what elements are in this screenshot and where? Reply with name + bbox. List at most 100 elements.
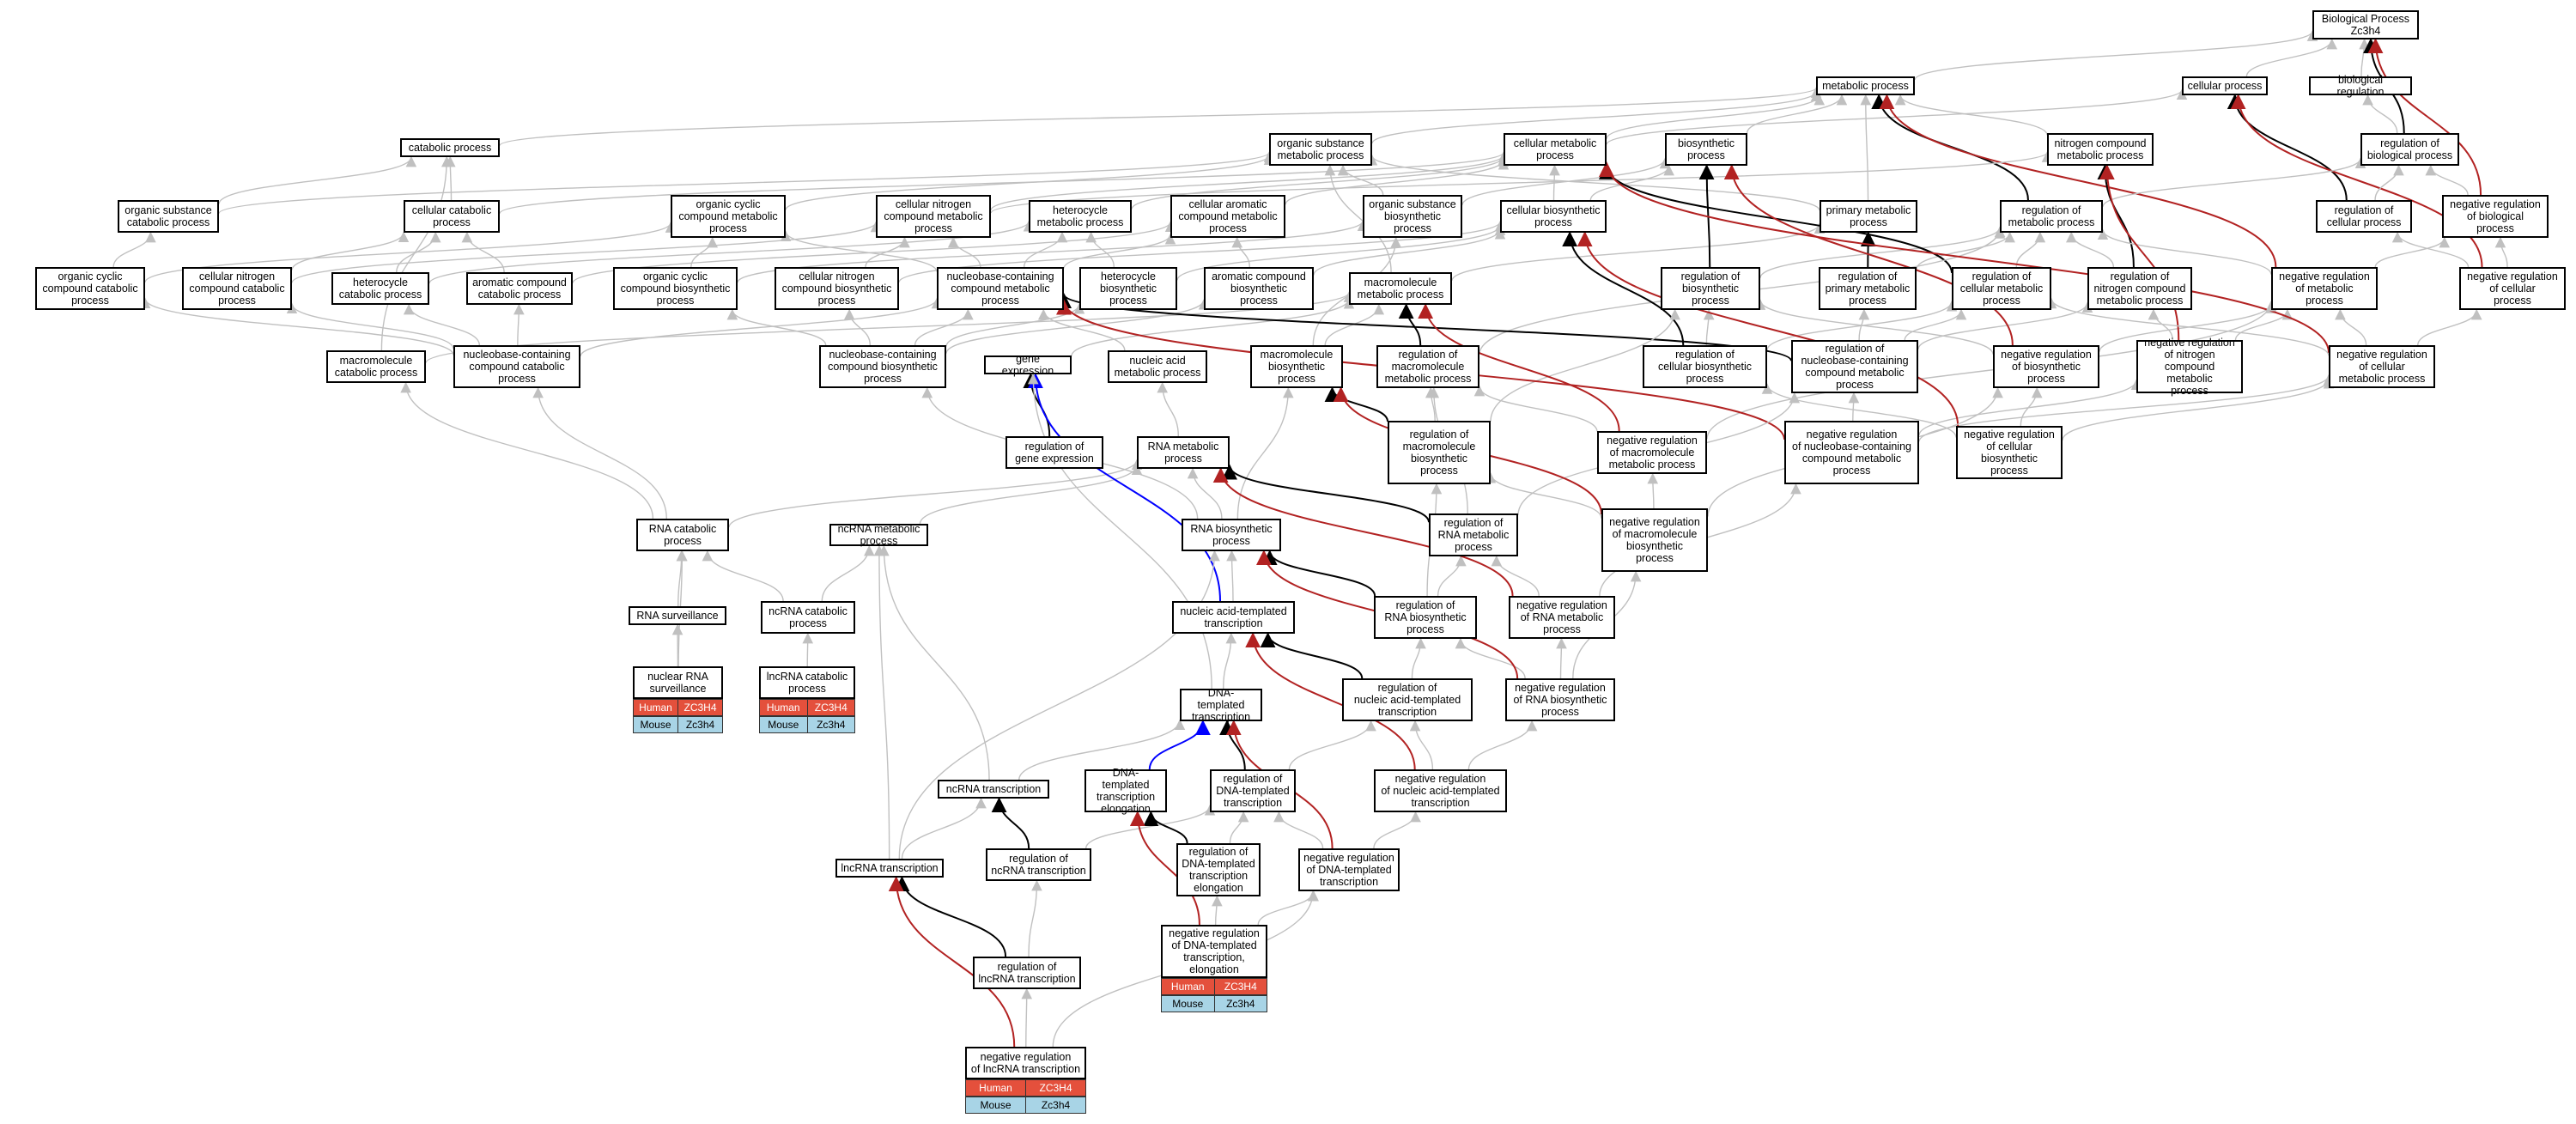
go-term-cncmp[interactable]: cellular nitrogen compound metabolic pro… xyxy=(876,195,991,238)
go-term-nronatt[interactable]: negative regulation of nucleic acid-temp… xyxy=(1374,769,1507,812)
go-term-mmp[interactable]: macromolecule metabolic process xyxy=(1349,272,1452,305)
go-term-robp[interactable]: regulation of biological process xyxy=(2360,133,2459,166)
go-term-rommp[interactable]: regulation of macromolecule metabolic pr… xyxy=(1376,345,1479,388)
go-term-pmp[interactable]: primary metabolic process xyxy=(1820,200,1917,233)
go-term-acbp[interactable]: aromatic compound biosynthetic process xyxy=(1204,267,1314,310)
edge-is-a xyxy=(2374,236,2451,268)
go-term-nroncmp[interactable]: negative regulation of nitrogen compound… xyxy=(2136,337,2243,397)
go-term-ncrnacp[interactable]: ncRNA catabolic process xyxy=(761,601,855,634)
go-term-nrocp[interactable]: negative regulation of cellular process xyxy=(2459,267,2566,310)
go-term-nrobsp[interactable]: negative regulation of biosynthetic proc… xyxy=(1993,345,2099,388)
go-term-ncrnamp[interactable]: ncRNA metabolic process xyxy=(829,523,928,547)
go-term-nrocmp[interactable]: negative regulation of cellular metaboli… xyxy=(2329,345,2435,388)
go-term-nromp[interactable]: negative regulation of metabolic process xyxy=(2271,267,2378,310)
go-term-nrodtt[interactable]: negative regulation of DNA-templated tra… xyxy=(1298,848,1400,891)
edge-negatively-regulates xyxy=(1879,94,2277,268)
go-term-nrombp[interactable]: negative regulation of macromolecule bio… xyxy=(1601,508,1708,572)
go-term-rolncrnat[interactable]: regulation of lncRNA transcription xyxy=(973,957,1081,989)
go-term-catp[interactable]: catabolic process xyxy=(400,138,500,157)
go-term-br[interactable]: biological regulation xyxy=(2309,74,2412,98)
go-term-cmp[interactable]: cellular metabolic process xyxy=(1504,133,1607,166)
go-term-rnacp[interactable]: RNA catabolic process xyxy=(636,519,729,551)
go-term-dtt[interactable]: DNA-templated transcription xyxy=(1180,687,1262,723)
go-term-osbp[interactable]: organic substance biosynthetic process xyxy=(1363,195,1462,238)
gene-label: Zc3h4 xyxy=(1041,1099,1071,1111)
go-term-bp[interactable]: Biological Process Zc3h4 xyxy=(2312,10,2419,39)
edge-is-a xyxy=(2494,236,2508,268)
go-term-rocmp[interactable]: regulation of cellular metabolic process xyxy=(1952,267,2051,310)
edge-is-a xyxy=(990,154,1510,211)
go-term-rodtt[interactable]: regulation of DNA-templated transcriptio… xyxy=(1210,769,1296,812)
go-term-hmp[interactable]: heterocycle metabolic process xyxy=(1029,200,1132,233)
go-term-hcp[interactable]: heterocycle catabolic process xyxy=(331,272,429,305)
organism-label: Human xyxy=(634,700,678,715)
edge-is-a xyxy=(1914,30,2318,81)
edge-is-a xyxy=(1766,301,1958,351)
go-term-oscp[interactable]: organic substance catabolic process xyxy=(118,200,219,233)
go-term-ncccp[interactable]: nucleobase-containing compound catabolic… xyxy=(453,345,580,388)
go-term-rocbp[interactable]: regulation of cellular biosynthetic proc… xyxy=(1643,345,1767,388)
go-term-nrornamp[interactable]: negative regulation of RNA metabolic pro… xyxy=(1509,596,1615,639)
go-term-hbp[interactable]: heterocycle biosynthetic process xyxy=(1079,267,1177,310)
go-term-romp[interactable]: regulation of metabolic process xyxy=(2000,200,2103,233)
go-term-nrs[interactable]: nuclear RNA surveillance xyxy=(633,666,723,699)
go-term-ropmp[interactable]: regulation of primary metabolic process xyxy=(1819,267,1917,310)
go-term-rocp[interactable]: regulation of cellular process xyxy=(2316,200,2412,233)
go-term-cp[interactable]: cellular process xyxy=(2182,76,2268,95)
go-term-mp[interactable]: metabolic process xyxy=(1816,76,1915,95)
go-term-cnccp[interactable]: cellular nitrogen compound catabolic pro… xyxy=(182,267,292,310)
go-term-bsp[interactable]: biosynthetic process xyxy=(1665,133,1747,166)
go-term-nrocbp[interactable]: negative regulation of cellular biosynth… xyxy=(1956,426,2063,479)
go-term-nrornabp[interactable]: negative regulation of RNA biosynthetic … xyxy=(1505,678,1615,721)
go-term-ge[interactable]: gene expression xyxy=(984,353,1072,377)
edge-is-a xyxy=(2391,231,2470,268)
go-term-rombp[interactable]: regulation of macromolecule biosynthetic… xyxy=(1388,421,1491,484)
edge-part-of xyxy=(2227,94,2348,201)
go-term-lncrnacp[interactable]: lncRNA catabolic process xyxy=(759,666,855,699)
go-term-mcp[interactable]: macromolecule catabolic process xyxy=(326,350,426,383)
go-term-accp[interactable]: aromatic compound catabolic process xyxy=(466,272,573,305)
edge-negatively-regulates xyxy=(2099,164,2180,341)
go-term-ronccmp[interactable]: regulation of nucleobase-containing comp… xyxy=(1791,340,1918,393)
edge-is-a xyxy=(2102,157,2366,208)
go-term-dtte[interactable]: DNA-templated transcription elongation xyxy=(1084,767,1167,815)
go-term-natt[interactable]: nucleic acid-templated transcription xyxy=(1172,601,1295,634)
go-term-namp[interactable]: nucleic acid metabolic process xyxy=(1108,350,1207,383)
go-term-rodtte[interactable]: regulation of DNA-templated transcriptio… xyxy=(1176,843,1261,896)
go-term-roncmp[interactable]: regulation of nitrogen compound metaboli… xyxy=(2087,267,2192,310)
go-term-ccp[interactable]: cellular catabolic process xyxy=(404,200,500,233)
go-term-nrommp[interactable]: negative regulation of macromolecule met… xyxy=(1597,431,1707,474)
edge-is-a xyxy=(380,155,453,351)
go-term-robsp[interactable]: regulation of biosynthetic process xyxy=(1661,267,1760,310)
go-term-cncbp[interactable]: cellular nitrogen compound biosynthetic … xyxy=(775,267,899,310)
go-term-rnabp[interactable]: RNA biosynthetic process xyxy=(1182,519,1281,551)
edge-negatively-regulates xyxy=(1723,164,2014,346)
edge-is-a xyxy=(785,154,1275,210)
go-term-rnas[interactable]: RNA surveillance xyxy=(629,606,726,625)
edge-is-a xyxy=(873,544,890,860)
go-term-mbp[interactable]: macromolecule biosynthetic process xyxy=(1250,345,1343,388)
go-term-cacmp[interactable]: cellular aromatic compound metabolic pro… xyxy=(1170,195,1285,238)
go-term-nccmp[interactable]: nucleobase-containing compound metabolic… xyxy=(937,267,1064,310)
go-term-nronccmp[interactable]: negative regulation of nucleobase-contai… xyxy=(1784,421,1919,484)
go-term-roge[interactable]: regulation of gene expression xyxy=(1005,436,1103,469)
go-term-nrobp[interactable]: negative regulation of biological proces… xyxy=(2442,195,2549,238)
go-term-occbp[interactable]: organic cyclic compound biosynthetic pro… xyxy=(613,267,738,310)
go-term-ronatt[interactable]: regulation of nucleic acid-templated tra… xyxy=(1342,678,1473,721)
go-term-ncrnat[interactable]: ncRNA transcription xyxy=(938,780,1049,799)
go-term-occmp[interactable]: organic cyclic compound metabolic proces… xyxy=(671,195,786,238)
go-term-osmp[interactable]: organic substance metabolic process xyxy=(1269,133,1372,166)
go-term-occcp[interactable]: organic cyclic compound catabolic proces… xyxy=(35,267,145,310)
go-term-lncrnat[interactable]: lncRNA transcription xyxy=(835,859,944,878)
edge-is-a xyxy=(1373,811,1421,849)
go-term-nrodtte[interactable]: negative regulation of DNA-templated tra… xyxy=(1161,925,1267,978)
go-term-cbsp[interactable]: cellular biosynthetic process xyxy=(1500,200,1607,233)
go-term-rnamp[interactable]: RNA metabolic process xyxy=(1137,436,1230,469)
go-term-rornabp[interactable]: regulation of RNA biosynthetic process xyxy=(1374,596,1477,639)
go-term-ncmp[interactable]: nitrogen compound metabolic process xyxy=(2047,133,2154,166)
go-term-rornamp[interactable]: regulation of RNA metabolic process xyxy=(1429,513,1518,556)
go-term-nrolncrnat[interactable]: negative regulation of lncRNA transcript… xyxy=(965,1047,1086,1079)
go-term-nccbp[interactable]: nucleobase-containing compound biosynthe… xyxy=(819,345,946,388)
go-term-roncrnat[interactable]: regulation of ncRNA transcription xyxy=(986,848,1091,881)
